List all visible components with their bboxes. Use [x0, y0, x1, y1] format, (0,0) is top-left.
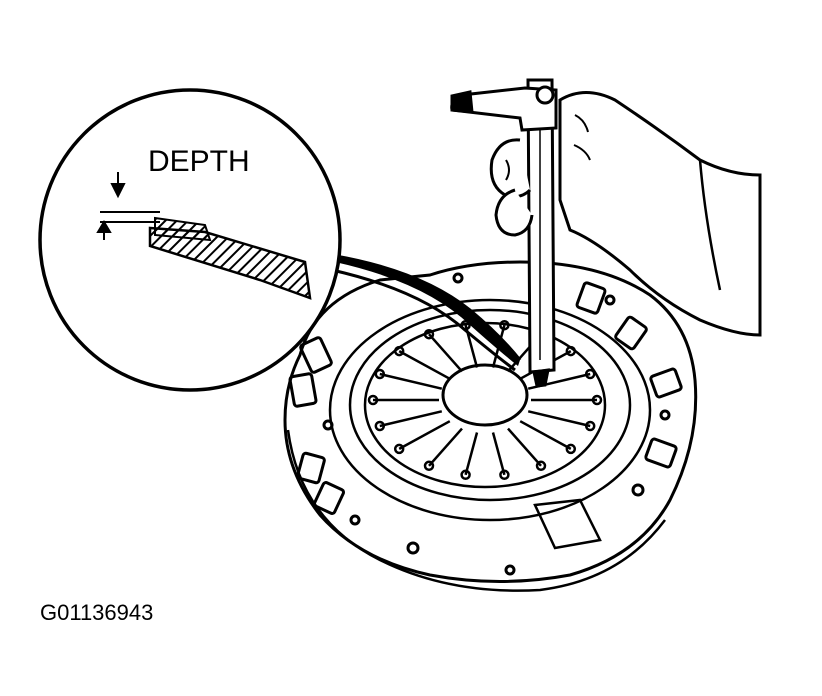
diaphragm-finger-hole	[374, 368, 386, 380]
diaphragm-finger-slot	[428, 333, 463, 373]
diaphragm-finger-hole	[499, 319, 510, 331]
diaphragm-finger-slot	[464, 432, 479, 476]
diaphragm-finger-hole	[374, 420, 386, 432]
release-bearing-hub	[441, 363, 529, 427]
leader-lines	[329, 253, 522, 372]
diaphragm-finger-hole	[460, 469, 471, 481]
clutch-cover	[283, 260, 698, 592]
figure-code: G01136943	[40, 600, 154, 625]
vernier-caliper	[450, 78, 558, 388]
diaphragm-finger-hole	[393, 443, 405, 455]
magnified-detail-circle	[38, 88, 342, 392]
diaphragm-finger-slot	[527, 410, 591, 428]
hand	[489, 91, 762, 337]
diaphragm-finger-slot	[519, 420, 572, 450]
diaphragm-finger-slot	[398, 420, 451, 450]
diaphragm-finger-hole	[423, 328, 435, 340]
diaphragm-finger-hole	[584, 420, 596, 432]
diaphragm-finger-hole	[423, 460, 435, 472]
diaphragm-finger-hole	[367, 394, 379, 406]
diaphragm-finger-slot	[379, 410, 443, 428]
depth-label: DEPTH	[148, 145, 250, 178]
diaphragm-finger-hole	[591, 394, 603, 406]
diaphragm-finger-hole	[584, 368, 596, 380]
diaphragm-finger-hole	[393, 345, 405, 357]
diaphragm-finger-slot	[398, 350, 451, 380]
diaphragm-finger-slot	[507, 427, 542, 467]
diaphragm-finger-slot	[491, 432, 506, 476]
diaphragm-finger-hole	[535, 460, 547, 472]
diaphragm-finger-hole	[565, 345, 577, 357]
diaphragm-finger-slot	[379, 372, 443, 390]
diaphragm-finger-hole	[565, 443, 577, 455]
diaphragm-finger-hole	[499, 469, 510, 481]
depth-dimension-arrows	[96, 172, 160, 240]
diaphragm-spring	[363, 319, 607, 489]
diaphragm-finger-slot	[428, 427, 463, 467]
